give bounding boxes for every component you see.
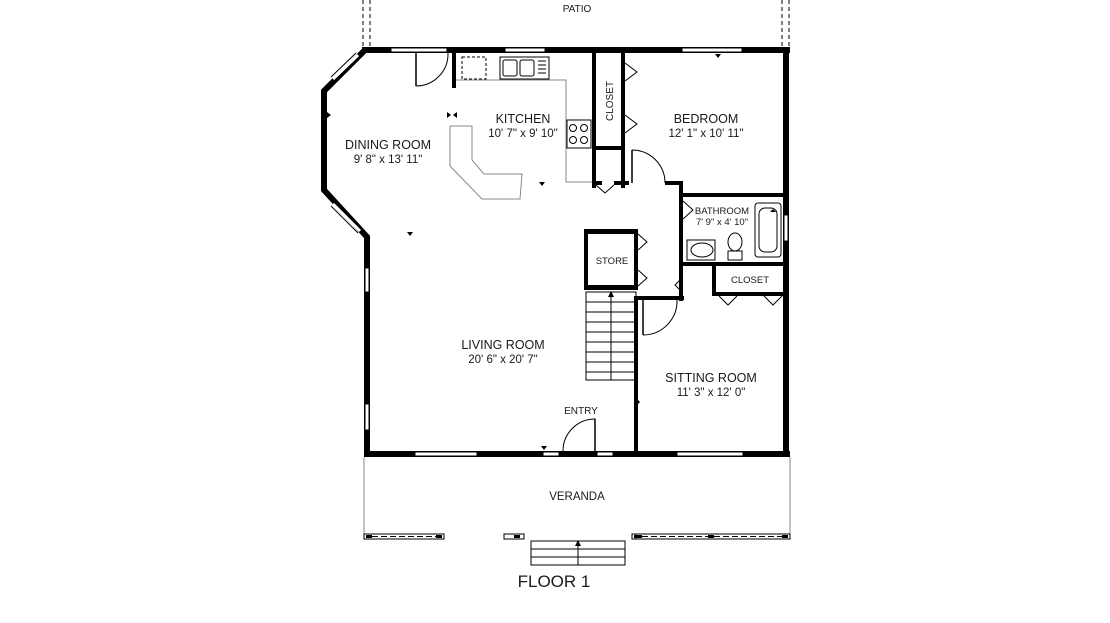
living-room-label: LIVING ROOM xyxy=(461,338,544,352)
refrigerator xyxy=(461,56,487,80)
entry-label: ENTRY xyxy=(564,406,598,417)
toilet xyxy=(727,250,743,261)
floor-label: FLOOR 1 xyxy=(518,572,591,591)
kitchen-fixtures xyxy=(449,56,592,200)
bathtub xyxy=(754,202,782,258)
bathroom-fixtures xyxy=(686,202,782,261)
veranda-steps xyxy=(530,540,626,566)
exterior-walls xyxy=(321,47,790,457)
store-label: STORE xyxy=(596,256,629,267)
stairs xyxy=(585,291,637,381)
windows xyxy=(330,47,789,457)
closet-kitchen-label: CLOSET xyxy=(605,81,616,121)
bedroom-dimensions: 12' 1" x 10' 11" xyxy=(668,128,743,140)
dining-room-label: DINING ROOM xyxy=(345,138,431,152)
sitting-room-dimensions: 11' 3" x 12' 0" xyxy=(677,387,746,399)
bathroom-dimensions: 7' 9" x 4' 10" xyxy=(696,217,748,228)
stove xyxy=(566,119,592,149)
vanity xyxy=(686,239,716,261)
bedroom-label: BEDROOM xyxy=(674,112,739,126)
sink xyxy=(499,56,550,80)
bathroom-label: BATHROOM xyxy=(695,206,749,217)
kitchen-dimensions: 10' 7" x 9' 10" xyxy=(488,128,557,140)
doors xyxy=(415,52,783,452)
closet-sitting-label: CLOSET xyxy=(731,275,769,286)
sitting-room-label: SITTING ROOM xyxy=(665,371,757,385)
patio-area xyxy=(362,0,790,48)
markers xyxy=(327,54,776,450)
dining-room-dimensions: 9' 8" x 13' 11" xyxy=(354,154,423,166)
patio-label: PATIO xyxy=(563,4,592,15)
veranda-area xyxy=(363,457,791,566)
kitchen-label: KITCHEN xyxy=(496,112,551,126)
veranda-label: VERANDA xyxy=(549,491,605,503)
living-room-dimensions: 20' 6" x 20' 7" xyxy=(468,354,537,366)
kitchen-island xyxy=(449,125,523,200)
